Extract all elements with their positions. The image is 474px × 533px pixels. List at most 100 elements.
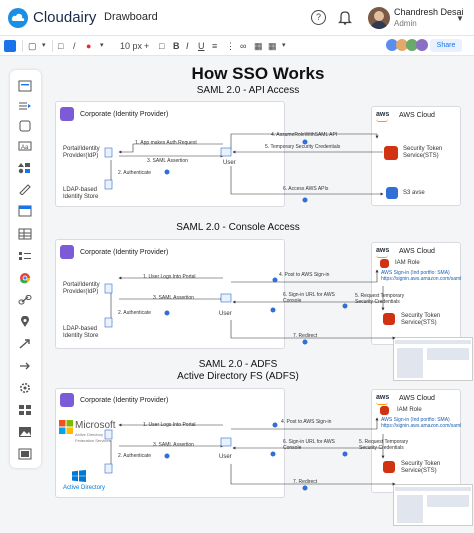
arrow-icon[interactable] bbox=[18, 338, 32, 350]
bell-icon[interactable] bbox=[338, 10, 352, 25]
avatar[interactable] bbox=[368, 7, 390, 29]
left-toolbar: Aa bbox=[10, 70, 41, 468]
arrange-icon[interactable] bbox=[18, 100, 32, 112]
grid-icon[interactable] bbox=[18, 404, 32, 416]
document-icon bbox=[104, 429, 113, 440]
section-subtitle: Active Directory FS (ADFS) bbox=[177, 371, 299, 382]
frame-icon[interactable] bbox=[18, 120, 32, 132]
building-icon bbox=[60, 107, 74, 121]
diagram-title: How SSO Works bbox=[191, 64, 325, 83]
step-label: 6. Access AWS APIs bbox=[283, 186, 329, 192]
template-icon[interactable] bbox=[18, 205, 32, 217]
aws-cloud-label: AWS Cloud bbox=[399, 112, 435, 119]
app-name: Cloudairy bbox=[33, 9, 97, 26]
step-label: 1. User Logs Into Portal bbox=[143, 274, 196, 280]
group-icon[interactable]: ▦ bbox=[268, 41, 277, 51]
step-label: 7. Redirect bbox=[293, 479, 318, 485]
step-label: 5. Temporary Security Credentials bbox=[265, 144, 341, 150]
iam-role-label: IAM Role bbox=[395, 260, 420, 266]
table-icon[interactable]: ▦ bbox=[254, 41, 263, 51]
align-icon[interactable]: ≡ bbox=[212, 41, 218, 51]
sts-icon bbox=[383, 461, 395, 473]
chrome-icon[interactable] bbox=[18, 272, 32, 284]
section-title: SAML 2.0 - Console Access bbox=[176, 222, 300, 233]
corporate-panel[interactable] bbox=[55, 101, 285, 207]
idp-label: Portal/Identity Provider(IdP) bbox=[63, 282, 100, 295]
table-icon[interactable] bbox=[18, 228, 32, 240]
media-icon[interactable] bbox=[18, 448, 32, 460]
list-icon[interactable] bbox=[18, 250, 32, 262]
sts-icon bbox=[383, 313, 395, 325]
aws-cloud-panel[interactable] bbox=[371, 242, 461, 345]
svg-text:Aa: Aa bbox=[21, 145, 29, 151]
cloudairy-logo-icon[interactable] bbox=[8, 8, 28, 28]
dropdown-icon[interactable]: ▾ bbox=[42, 42, 46, 49]
step-label: 4. Post to AWS Sign-in bbox=[281, 419, 332, 425]
text-block-icon[interactable] bbox=[18, 80, 32, 92]
decrease-font-icon[interactable]: □ bbox=[159, 41, 165, 51]
collaborator-avatar[interactable] bbox=[396, 39, 408, 51]
aws-logo-icon: aws bbox=[376, 111, 390, 122]
text-icon[interactable]: Aa bbox=[18, 140, 32, 152]
s3-bucket-icon bbox=[386, 187, 398, 199]
iam-role-label: IAM Role bbox=[397, 407, 422, 413]
document-title[interactable]: Drawboard bbox=[104, 11, 158, 23]
select-tool-icon[interactable] bbox=[4, 40, 16, 52]
rectangle-icon[interactable]: □ bbox=[58, 41, 64, 51]
step-label: 3. SAML Assertion bbox=[147, 158, 188, 164]
shape-tool-icon[interactable]: ▢ bbox=[28, 41, 37, 51]
aws-cloud-label: AWS Cloud bbox=[399, 395, 435, 402]
step-label: 4. AssumeRoleWithSAML API bbox=[271, 132, 338, 138]
link-icon[interactable] bbox=[18, 294, 32, 306]
font-size-field[interactable]: 10 px bbox=[120, 41, 143, 51]
iam-role-icon bbox=[380, 259, 389, 268]
sts-label: Security Token Service(STS) bbox=[403, 146, 443, 159]
line-tool-icon[interactable]: / bbox=[73, 41, 76, 51]
corporate-label: Corporate (Identity Provider) bbox=[80, 249, 169, 256]
forward-arrow-icon[interactable] bbox=[18, 360, 32, 372]
corporate-panel[interactable] bbox=[55, 388, 285, 498]
share-button[interactable]: Share bbox=[430, 39, 462, 52]
signin-url[interactable]: AWS Sign-in (Ind portfio: SMA) https://s… bbox=[381, 270, 462, 282]
drawing-canvas[interactable]: How SSO Works SAML 2.0 - API Access Corp… bbox=[43, 56, 474, 533]
sts-label: Security Token Service(STS) bbox=[401, 313, 441, 326]
user-role: Admin bbox=[394, 19, 417, 28]
document-icon bbox=[104, 317, 113, 328]
connector-layer bbox=[104, 133, 471, 523]
aws-cloud-label: AWS Cloud bbox=[399, 248, 435, 255]
corporate-panel[interactable] bbox=[55, 239, 285, 349]
top-bar: Cloudairy Drawboard ? Chandresh Desai Ad… bbox=[0, 0, 474, 36]
signin-url[interactable]: AWS Sign-in (Ind portfio: SMA) https://s… bbox=[381, 417, 462, 429]
list-icon[interactable]: ⋮ bbox=[226, 41, 235, 51]
pen-icon[interactable] bbox=[18, 183, 32, 195]
increase-font-icon[interactable]: + bbox=[144, 41, 150, 51]
step-label: 3. SAML Assertion bbox=[153, 295, 194, 301]
shapes-icon[interactable] bbox=[18, 162, 32, 174]
ldap-label: LDAP-based Identity Store bbox=[63, 326, 99, 339]
dropdown-icon[interactable]: ▾ bbox=[100, 42, 104, 49]
collaborator-avatar[interactable] bbox=[386, 39, 398, 51]
step-label: 6. Sign-in URL for AWS Console bbox=[283, 292, 335, 304]
corporate-label: Corporate (Identity Provider) bbox=[80, 111, 169, 118]
chevron-down-icon[interactable]: ▼ bbox=[456, 14, 464, 23]
formatting-toolbar: ▢ ▾ □ / ● ▾ 10 px + □ B I U ≡ ⋮ ∞ ▦ ▦ ▾ … bbox=[0, 36, 474, 56]
collaborator-avatar[interactable] bbox=[406, 39, 418, 51]
document-icon bbox=[104, 147, 113, 158]
italic-icon[interactable]: I bbox=[186, 41, 189, 51]
location-pin-icon[interactable] bbox=[18, 316, 32, 328]
settings-icon[interactable] bbox=[18, 382, 32, 394]
aws-logo-icon: aws bbox=[376, 394, 390, 405]
document-icon bbox=[104, 283, 113, 294]
more-options-icon[interactable]: ▾ bbox=[282, 42, 286, 49]
help-icon[interactable]: ? bbox=[311, 10, 326, 25]
fill-color-icon[interactable]: ● bbox=[86, 41, 92, 51]
underline-icon[interactable]: U bbox=[198, 41, 205, 51]
link-icon[interactable]: ∞ bbox=[240, 41, 247, 51]
collaborator-avatar[interactable] bbox=[416, 39, 428, 51]
bold-icon[interactable]: B bbox=[173, 41, 180, 51]
adfs-label: Active Directory Federation Services bbox=[75, 432, 111, 443]
image-icon[interactable] bbox=[18, 426, 32, 438]
sts-icon bbox=[384, 146, 398, 160]
step-label: 3. SAML Assertion bbox=[153, 442, 194, 448]
laptop-icon bbox=[220, 437, 232, 447]
